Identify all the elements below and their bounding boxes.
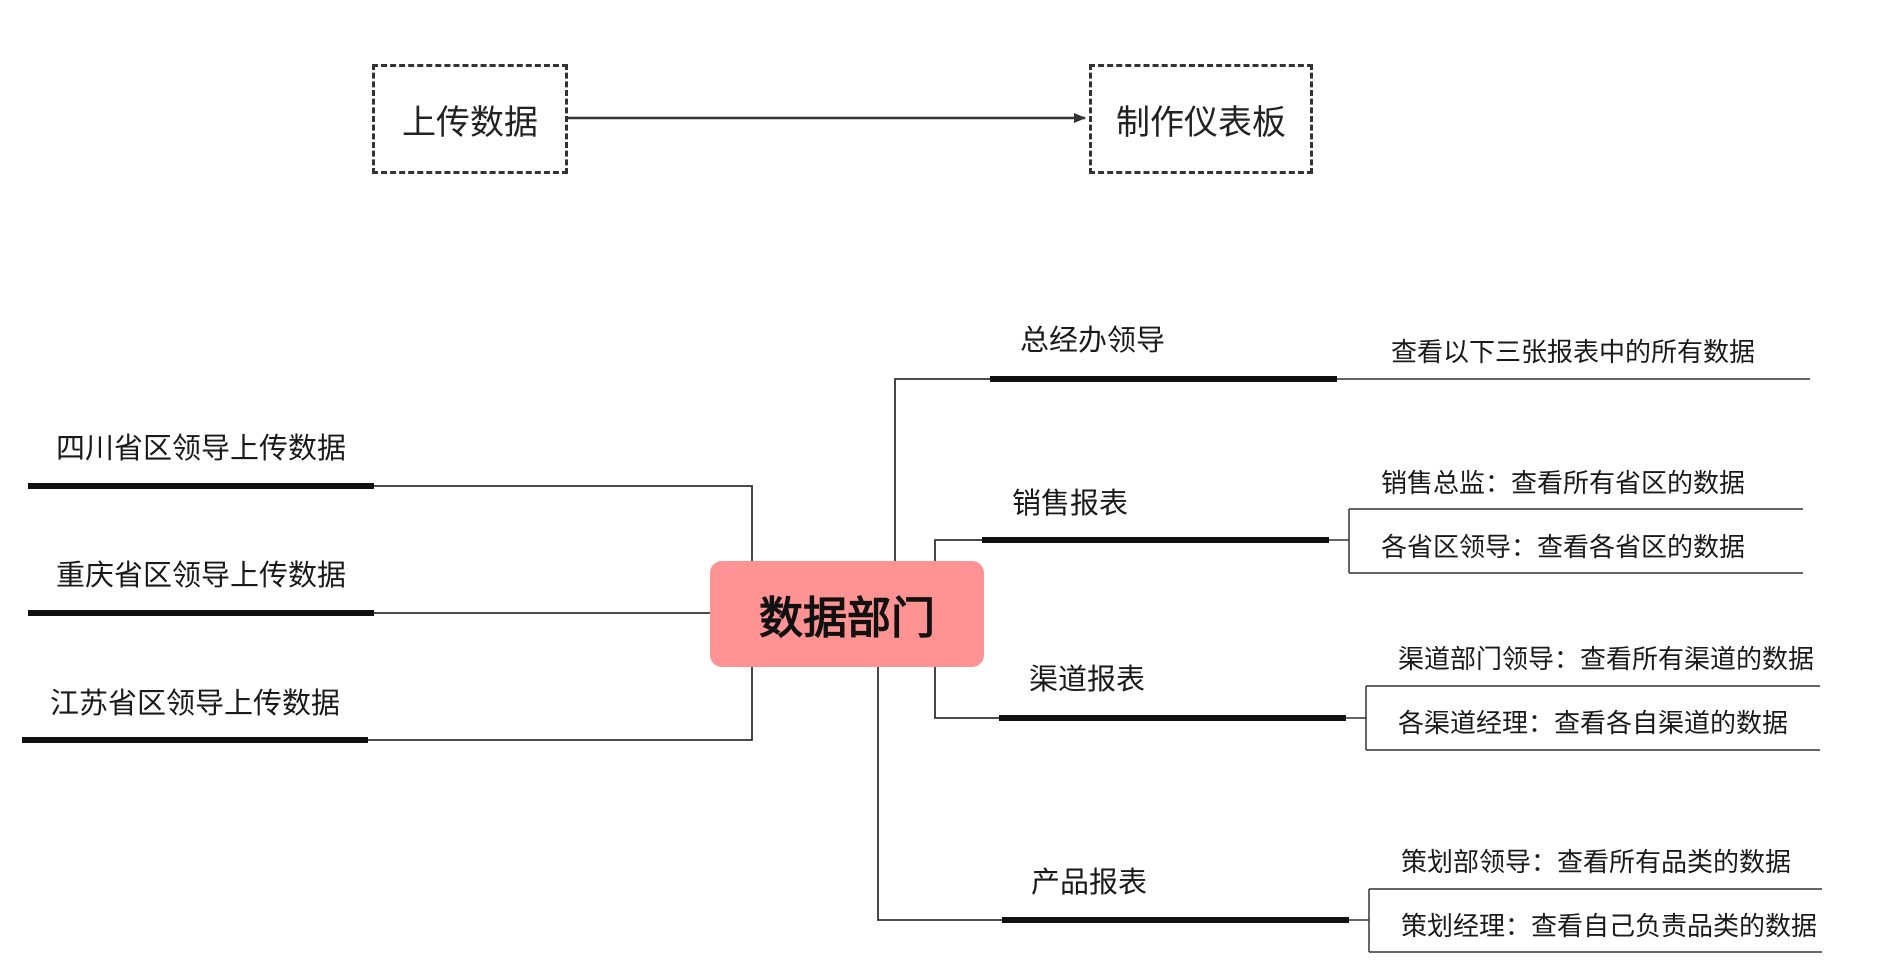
source-connector	[368, 667, 753, 741]
leaf-label: 各渠道经理：查看各自渠道的数据	[1398, 709, 1789, 739]
upload-data-label: 上传数据	[402, 102, 538, 143]
upload-data-box: 上传数据	[372, 64, 568, 174]
source-label-chongqing: 重庆省区领导上传数据	[56, 558, 347, 592]
branch-connector	[894, 378, 990, 561]
leaf-label: 策划经理：查看自己负责品类的数据	[1401, 912, 1818, 942]
branch-label-general-office: 总经办领导	[1020, 323, 1166, 357]
branch-label-product-report: 产品报表	[1031, 865, 1148, 899]
center-node-label: 数据部门	[759, 593, 935, 644]
make-dashboard-box: 制作仪表板	[1089, 64, 1313, 174]
leaf-label: 渠道部门领导：查看所有渠道的数据	[1398, 645, 1815, 675]
leaf-label: 策划部领导：查看所有品类的数据	[1401, 848, 1792, 878]
leaf-label: 查看以下三张报表中的所有数据	[1391, 338, 1756, 368]
branch-label-sales-report: 销售报表	[1012, 486, 1129, 520]
make-dashboard-label: 制作仪表板	[1116, 102, 1286, 143]
branch-connector	[934, 667, 999, 719]
leaf-label: 销售总监：查看所有省区的数据	[1381, 469, 1746, 499]
center-node-data-department: 数据部门	[710, 561, 984, 667]
leaf-label: 各省区领导：查看各省区的数据	[1381, 533, 1746, 563]
source-label-jiangsu: 江苏省区领导上传数据	[50, 686, 341, 720]
branch-label-channel-report: 渠道报表	[1029, 662, 1146, 696]
source-connector	[374, 485, 753, 561]
source-label-sichuan: 四川省区领导上传数据	[56, 431, 347, 465]
branch-connector	[934, 539, 982, 561]
branch-connector	[877, 667, 1002, 921]
